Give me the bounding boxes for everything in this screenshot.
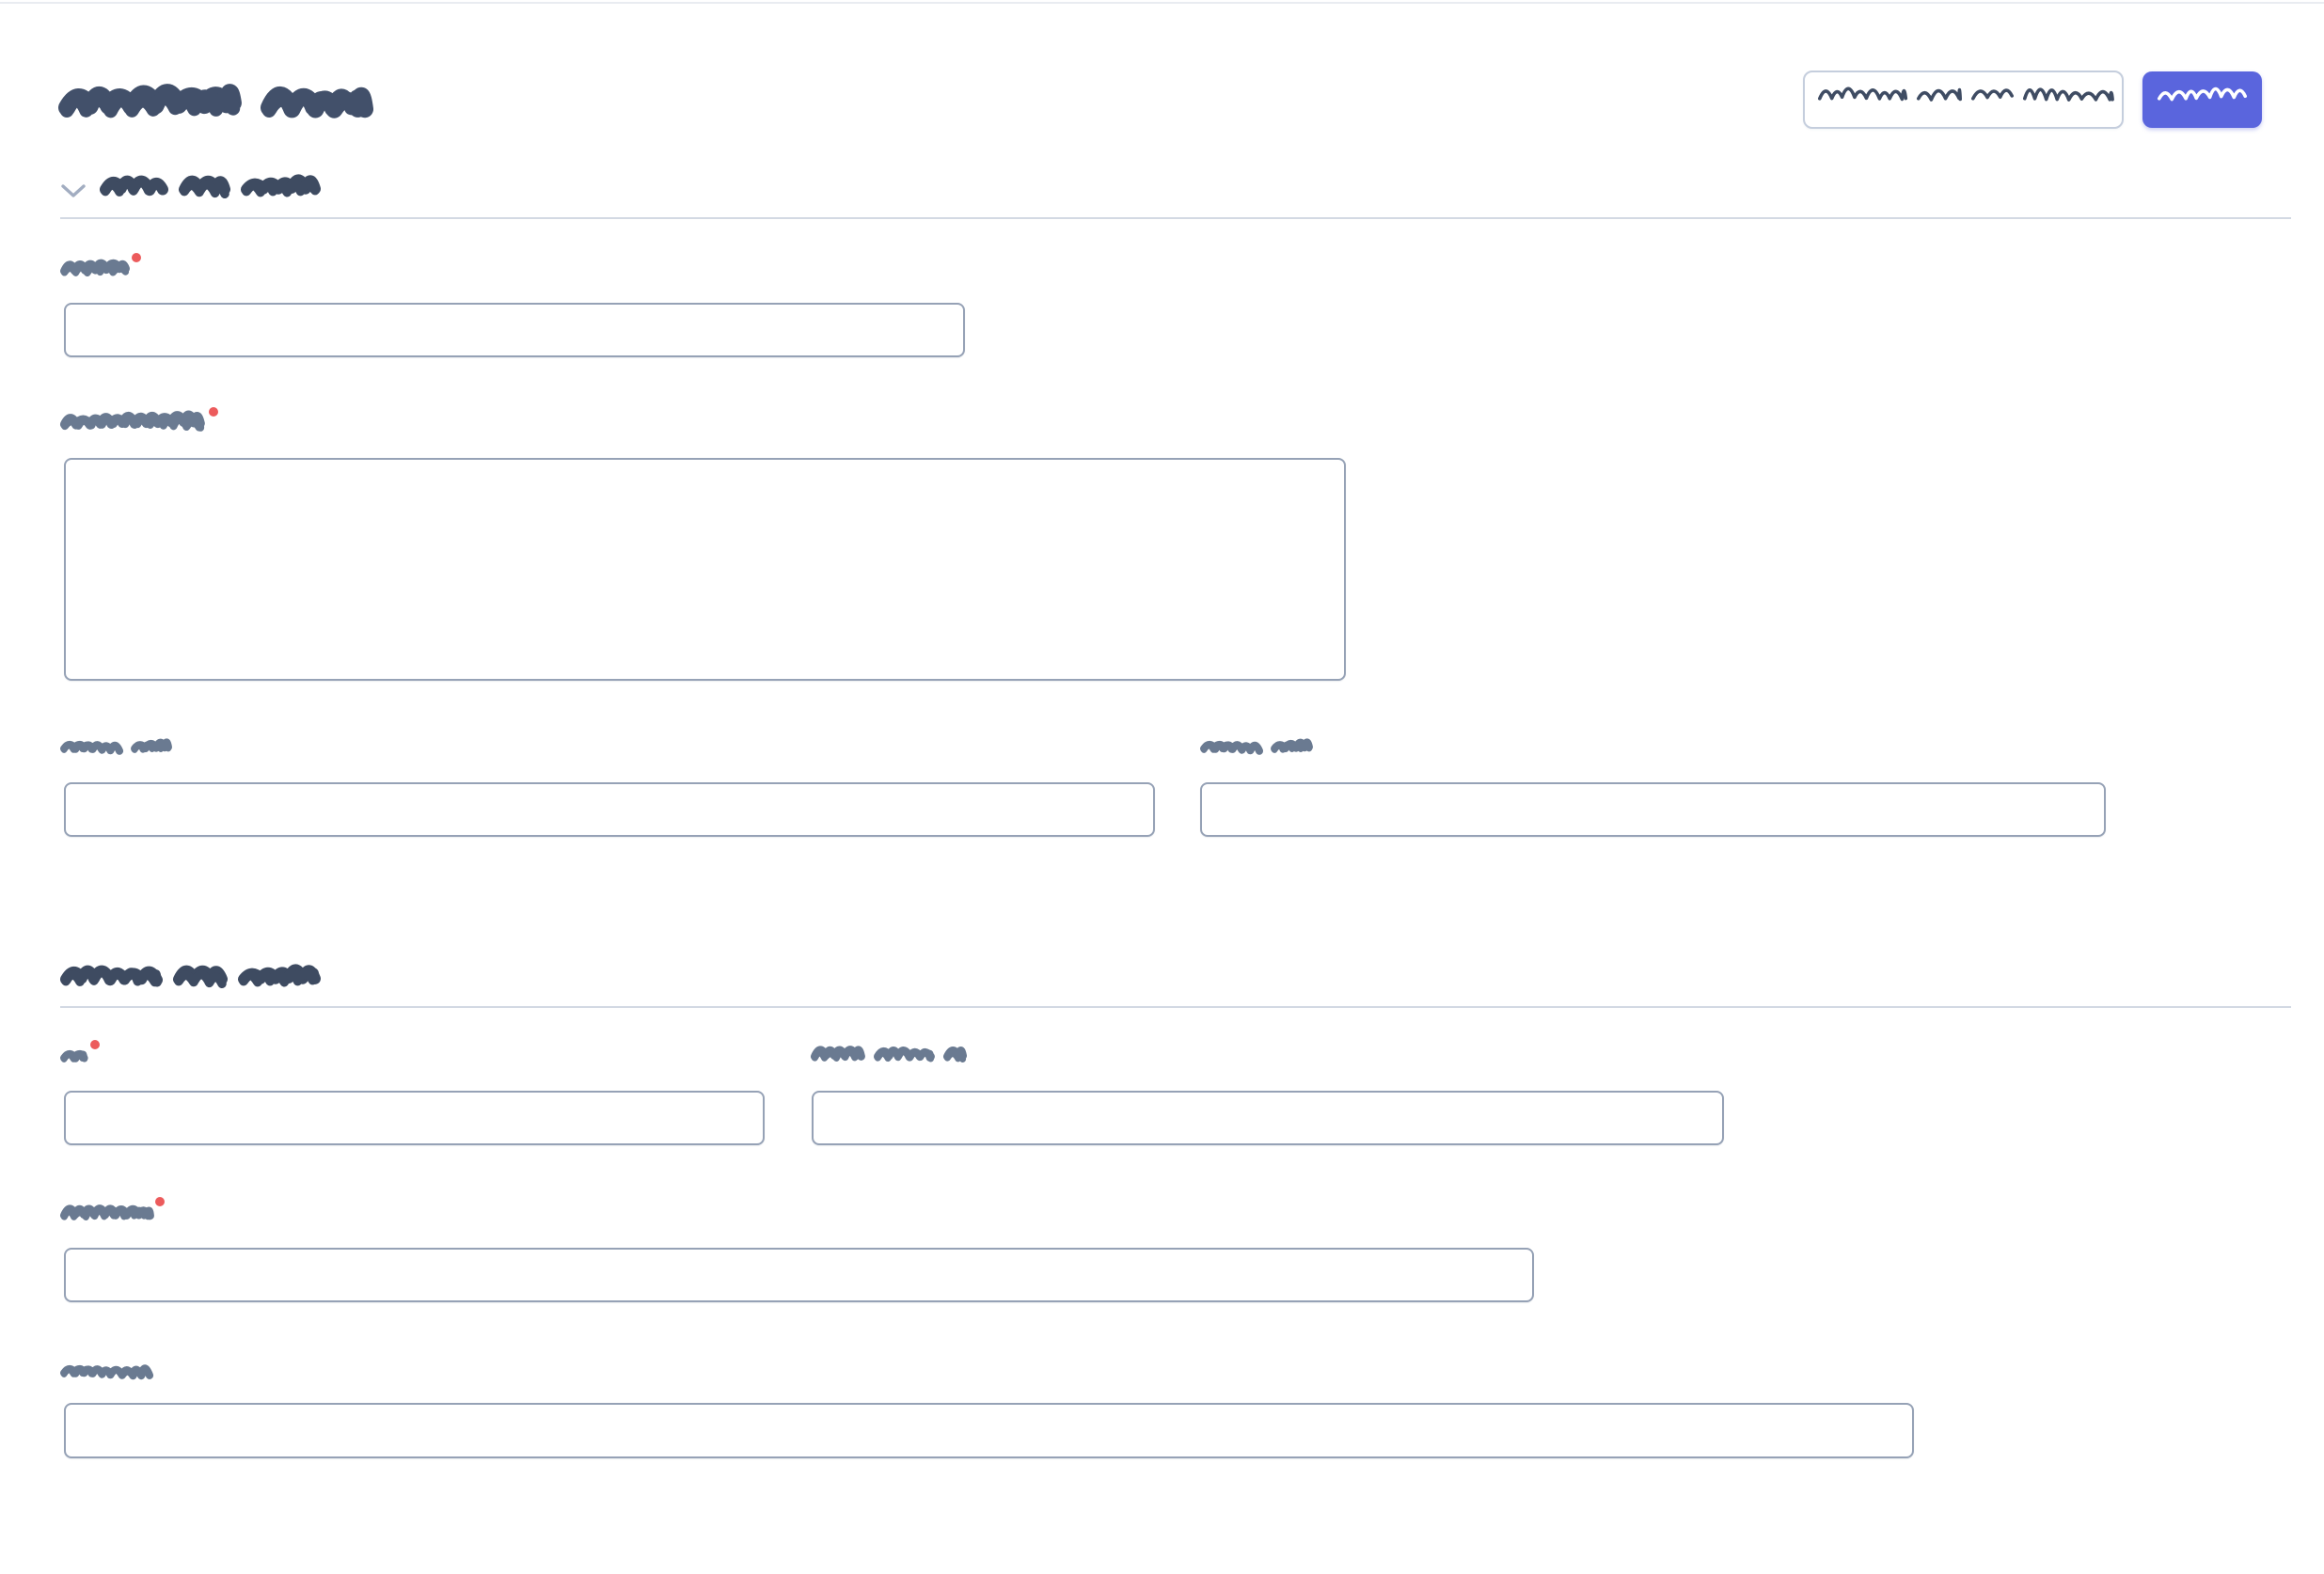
chevron-down-icon[interactable] [60, 182, 87, 199]
section-2-header [60, 964, 321, 996]
header-primary-button-label [2158, 87, 2247, 111]
field-1-input[interactable] [64, 303, 965, 357]
field-address-label [59, 1204, 154, 1229]
page-top-border [0, 2, 2324, 4]
field-right-label [810, 1046, 968, 1070]
field-last-input[interactable] [64, 1403, 1914, 1458]
header-outline-button-label [1818, 87, 2114, 112]
field-id-required-dot [90, 1040, 100, 1049]
section-2-divider [60, 1006, 2291, 1008]
section-2-title [60, 964, 321, 996]
section-1-title [100, 174, 321, 206]
field-1-required-dot [132, 253, 141, 262]
field-2-label [59, 410, 205, 439]
row-right-label [1200, 738, 1313, 762]
row-right-input[interactable] [1200, 782, 2106, 837]
field-address-input[interactable] [64, 1248, 1534, 1302]
field-right-input[interactable] [812, 1091, 1724, 1145]
field-last-label [60, 1362, 154, 1386]
field-2-textarea[interactable] [64, 458, 1346, 681]
section-1-header [60, 174, 321, 206]
section-1-divider [60, 217, 2291, 219]
field-1-label [60, 259, 130, 285]
header-outline-button[interactable] [1803, 71, 2124, 129]
page-title [57, 84, 374, 132]
field-2-required-dot [209, 407, 218, 417]
header-primary-button[interactable] [2142, 71, 2262, 128]
row-left-input[interactable] [64, 782, 1155, 837]
field-address-required-dot [155, 1197, 165, 1206]
field-id-input[interactable] [64, 1091, 765, 1145]
row-left-label [60, 738, 172, 762]
field-id-label [60, 1047, 88, 1071]
